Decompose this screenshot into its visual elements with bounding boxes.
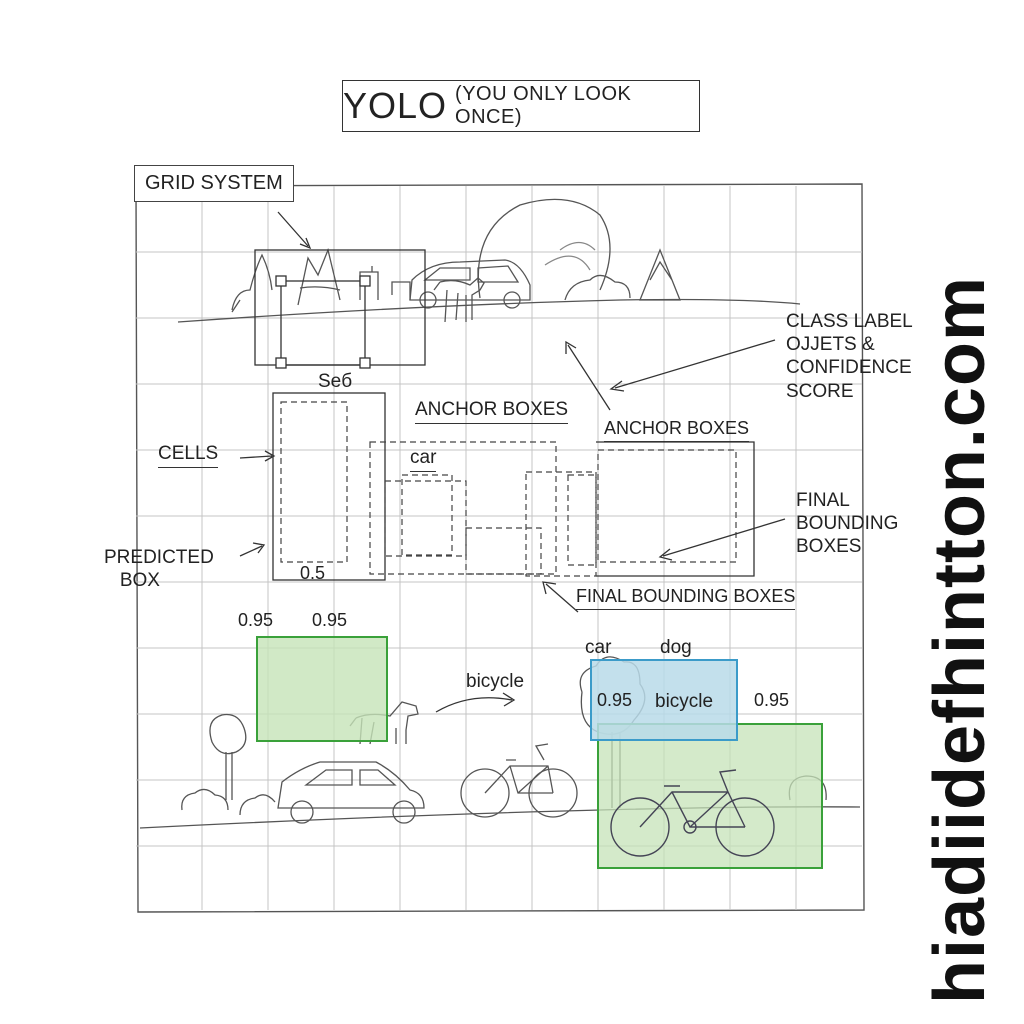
green-bounding-box-dog [256, 636, 388, 742]
car-label-top: car [410, 446, 437, 473]
cells-label: CELLS [158, 442, 219, 469]
score-label-c: 0.95 [597, 690, 633, 710]
grid-system-selection [254, 249, 426, 369]
title-main: YOLO [343, 85, 448, 126]
anchor-boxes-label-2: ANCHOR BOXES [604, 418, 750, 442]
score-label-a: 0.95 [238, 610, 274, 630]
score-label-b: 0.95 [312, 610, 348, 630]
final-bounding-boxes-bottom-label: FINAL BOUNDING BOXES [576, 586, 796, 610]
anchor-box-region [272, 392, 755, 581]
bicycle-in-box-sketch [610, 769, 775, 857]
car-label-bottom: car [585, 637, 612, 658]
title-box: YOLO (YOU ONLY LOOK ONCE) [342, 80, 700, 132]
watermark-text: hiadiidefhintton.com [920, 276, 1000, 1004]
predicted-box-label: PREDICTED BOX [104, 547, 214, 592]
dashed-anchor-boxes [280, 401, 737, 577]
blue-bounding-box [590, 659, 738, 741]
cell-box [272, 392, 386, 581]
seb-label: Seб [318, 371, 353, 392]
score-label-0-5: 0.5 [300, 563, 326, 583]
dog-label-bottom: dog [660, 637, 692, 658]
score-label-d: 0.95 [754, 690, 790, 710]
annotation-arrows [239, 211, 786, 713]
green-bounding-box-bicycle [597, 723, 823, 869]
grid-system-label: GRID SYSTEM [134, 165, 294, 202]
grid-frame [135, 183, 865, 913]
bicycle-label-mid: bicycle [466, 671, 525, 692]
anchor-boxes-label-1: ANCHOR BOXES [415, 398, 569, 425]
class-label-annotation: CLASS LABEL OJJETS & CONFIDENCE SCORE [786, 311, 913, 402]
bicycle-box-label: bicycle [655, 691, 714, 712]
title-subtitle: (YOU ONLY LOOK ONCE) [455, 83, 632, 128]
anchor-container [596, 441, 755, 577]
top-landscape-sketch [177, 198, 801, 323]
final-bounding-boxes-side-label: FINAL BOUNDING BOXES [796, 490, 899, 558]
